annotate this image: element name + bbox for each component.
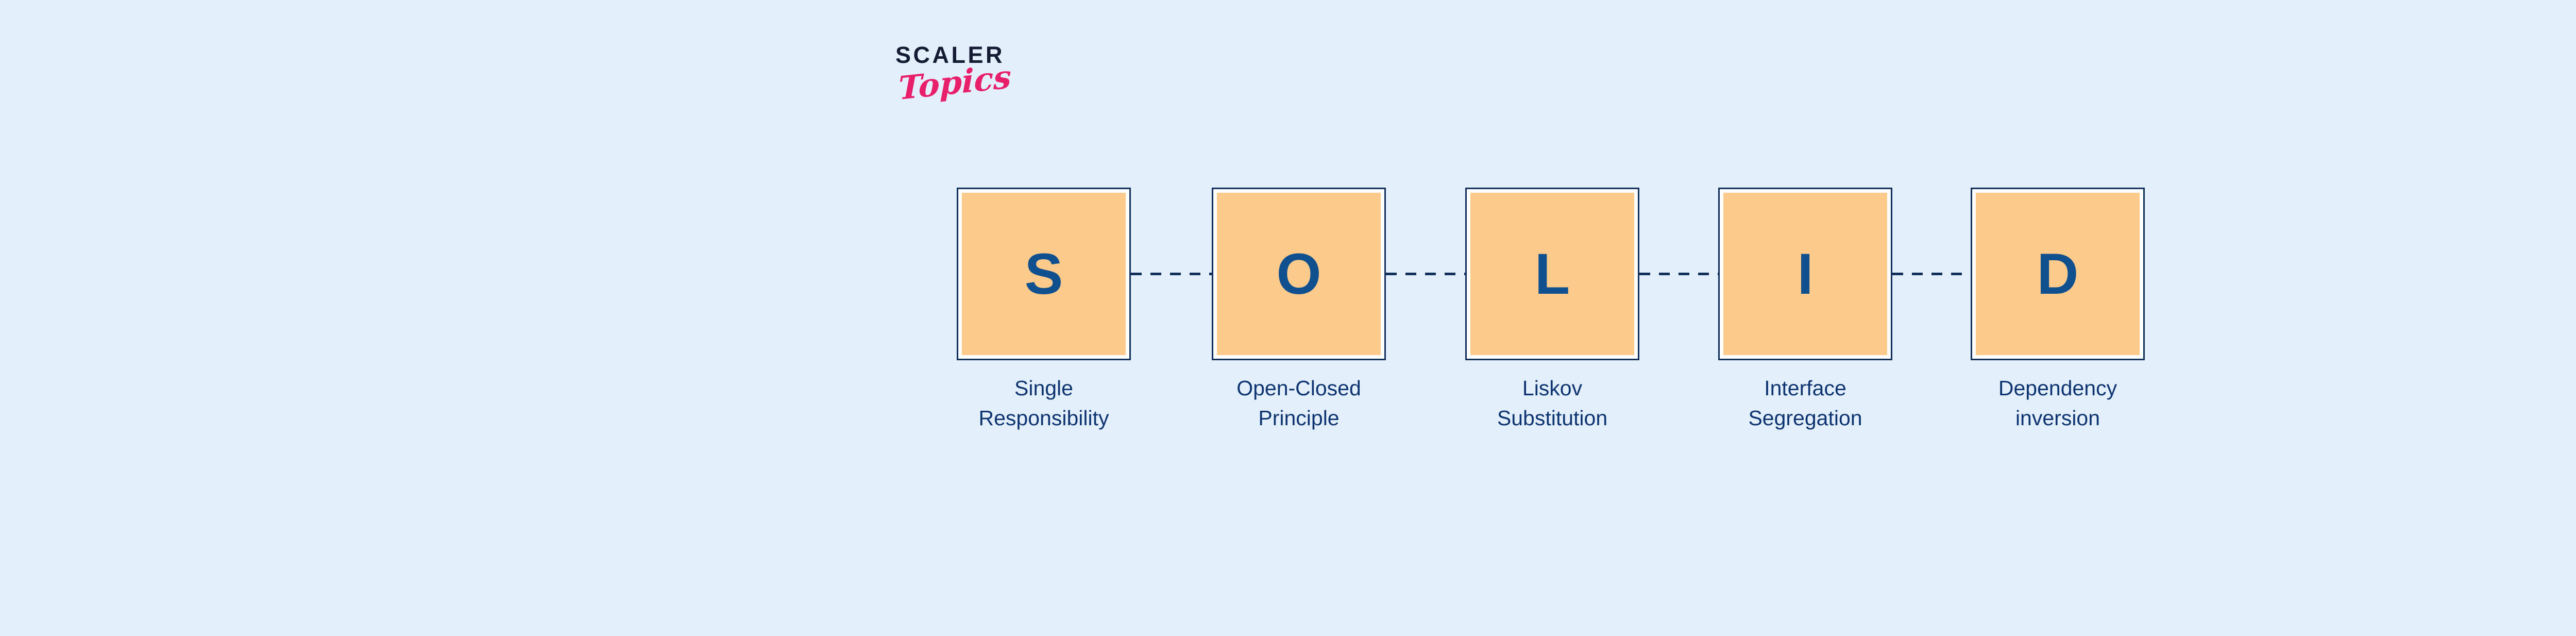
label-line-2: Segregation [1748, 406, 1862, 430]
scaler-topics-logo: SCALER Topics [895, 43, 1071, 131]
letter-glyph-i: I [1797, 241, 1814, 306]
logo-wordmark-scaler: SCALER [895, 42, 1005, 68]
label-line-1: Liskov [1522, 376, 1583, 400]
letter-glyph-s: S [1024, 241, 1063, 306]
letter-box-s[interactable]: S [957, 188, 1131, 360]
label-line-1: Interface [1764, 376, 1846, 400]
principle-item-dependency-inversion[interactable]: D Dependency inversion [1971, 188, 2145, 433]
letter-box-fill-o: O [1217, 193, 1381, 355]
label-open-closed-principle: Open-Closed Principle [1212, 373, 1386, 433]
label-line-2: inversion [2015, 406, 2100, 430]
letter-box-d[interactable]: D [1971, 188, 2145, 360]
label-line-1: Open-Closed [1236, 376, 1361, 400]
principle-item-interface-segregation[interactable]: I Interface Segregation [1718, 188, 1892, 433]
letter-box-i[interactable]: I [1718, 188, 1892, 360]
principle-item-open-closed[interactable]: O Open-Closed Principle [1212, 188, 1386, 433]
letter-glyph-o: O [1276, 241, 1321, 306]
connector-i-to-d [1892, 273, 1973, 275]
label-line-1: Single [1014, 376, 1073, 400]
letter-box-fill-l: L [1470, 193, 1634, 355]
connector-o-to-l [1386, 273, 1467, 275]
solid-principles-diagram: S Single Responsibility O Open-Closed Pr… [957, 188, 2145, 466]
letter-box-o[interactable]: O [1212, 188, 1386, 360]
connector-l-to-i [1639, 273, 1720, 275]
label-line-1: Dependency [1998, 376, 2117, 400]
letter-box-l[interactable]: L [1465, 188, 1639, 360]
label-dependency-inversion: Dependency inversion [1971, 373, 2145, 433]
letter-box-fill-i: I [1723, 193, 1887, 355]
letter-box-fill-s: S [962, 193, 1126, 355]
label-interface-segregation: Interface Segregation [1718, 373, 1892, 433]
label-liskov-substitution: Liskov Substitution [1465, 373, 1639, 433]
label-single-responsibility: Single Responsibility [957, 373, 1131, 433]
principle-item-single-responsibility[interactable]: S Single Responsibility [957, 188, 1131, 433]
principle-item-liskov-substitution[interactable]: L Liskov Substitution [1465, 188, 1639, 433]
label-line-2: Responsibility [978, 406, 1109, 430]
letter-glyph-l: L [1534, 241, 1570, 306]
connector-s-to-o [1131, 273, 1212, 275]
letter-box-fill-d: D [1976, 193, 2140, 355]
letter-glyph-d: D [2037, 241, 2079, 306]
label-line-2: Substitution [1497, 406, 1608, 430]
label-line-2: Principle [1258, 406, 1340, 430]
